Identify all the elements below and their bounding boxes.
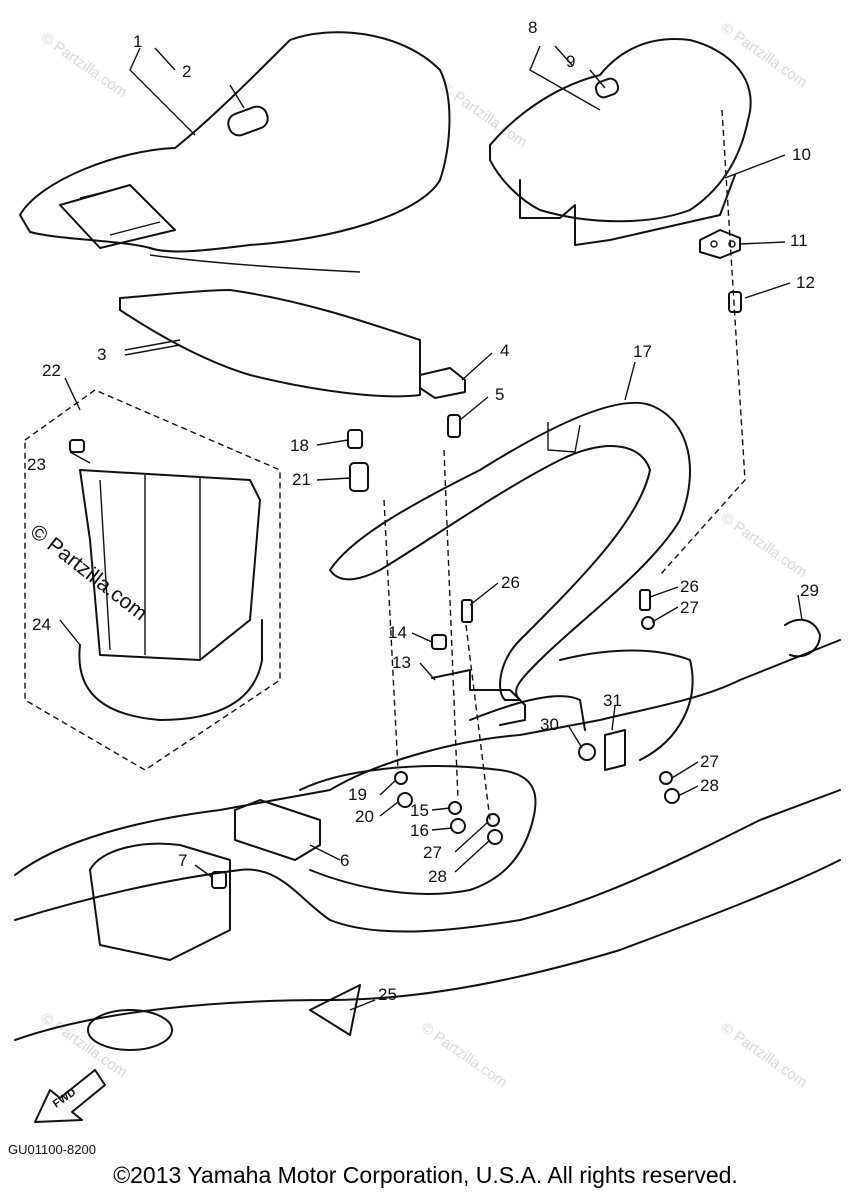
- callout-17: 17: [633, 342, 652, 361]
- callout-27b: 27: [700, 752, 719, 771]
- callout-11: 11: [790, 231, 808, 250]
- callout-28b: 28: [428, 867, 447, 886]
- rear-seat: [489, 38, 752, 246]
- callout-2: 2: [182, 62, 191, 81]
- watermark: © Partzilla.com: [718, 19, 811, 91]
- watermark: © Partzilla.com: [718, 509, 811, 581]
- rear-deck-cover: [329, 401, 691, 701]
- callout-27c: 27: [423, 843, 442, 862]
- callout-13: 13: [392, 653, 411, 672]
- callout-1: 1: [133, 32, 142, 51]
- fwd-arrow: FWD: [34, 1069, 106, 1123]
- fwd-label: FWD: [51, 1086, 78, 1110]
- hardware: [211, 449, 821, 889]
- callout-5: 5: [495, 385, 504, 404]
- callout-19: 19: [348, 785, 367, 804]
- callout-7: 7: [178, 851, 187, 870]
- seat-bracket-parts: [347, 367, 466, 492]
- hull-deck: [14, 639, 841, 1051]
- watermark: © Partzilla.com: [438, 79, 531, 151]
- watermark: © Partzilla.com: [38, 1009, 131, 1081]
- callout-16: 16: [410, 821, 429, 840]
- callout-25: 25: [378, 985, 397, 1004]
- callout-12: 12: [796, 273, 815, 292]
- leader-lines: [59, 45, 803, 1011]
- callout-3: 3: [97, 345, 106, 364]
- callout-14: 14: [388, 623, 407, 642]
- callout-24: 24: [32, 615, 51, 634]
- callout-8: 8: [528, 18, 537, 37]
- callout-26b: 26: [680, 577, 699, 596]
- callout-28a: 28: [700, 776, 719, 795]
- callout-15: 15: [410, 801, 429, 820]
- callout-23: 23: [27, 455, 46, 474]
- copyright-notice: ©2013 Yamaha Motor Corporation, U.S.A. A…: [113, 1162, 738, 1188]
- callout-10: 10: [792, 145, 811, 164]
- callout-26a: 26: [501, 573, 520, 592]
- callout-27a: 27: [680, 598, 699, 617]
- front-seat: [19, 31, 451, 398]
- callout-31: 31: [603, 691, 622, 710]
- watermark: © Partzilla.com: [418, 1019, 511, 1091]
- callout-18: 18: [290, 436, 309, 455]
- callout-labels: 1 2 3 4 5 6 7 8 9 10 11 12 13 14 15 16 1…: [27, 18, 819, 1004]
- callout-9: 9: [566, 52, 575, 71]
- callout-4: 4: [500, 341, 509, 360]
- diagram-code: GU01100-8200: [8, 1142, 96, 1157]
- callout-29: 29: [800, 581, 819, 600]
- callout-20: 20: [355, 807, 374, 826]
- callout-6: 6: [340, 851, 349, 870]
- rear-latch-assembly: [659, 109, 746, 576]
- watermark: © Partzilla.com: [38, 29, 131, 101]
- callout-30: 30: [540, 715, 559, 734]
- storage-bin-kit: [24, 389, 281, 771]
- callout-22: 22: [42, 361, 61, 380]
- watermark: © Partzilla.com: [718, 1019, 811, 1091]
- callout-21: 21: [292, 470, 311, 489]
